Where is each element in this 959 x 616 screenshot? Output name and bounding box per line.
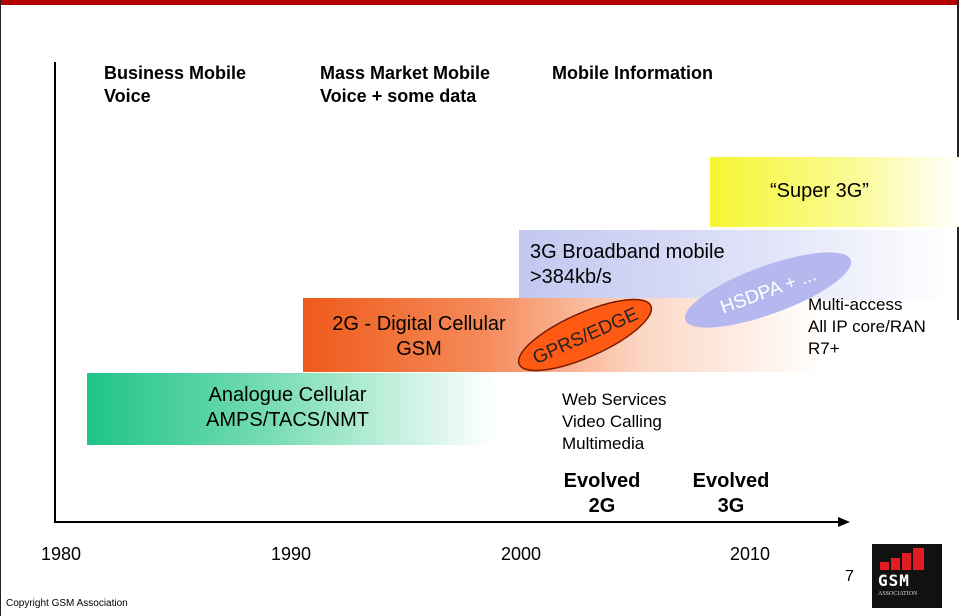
era-line: Voice + some data	[320, 86, 477, 106]
evolved-3g-features: Multi-access All IP core/RAN R7+	[808, 294, 926, 360]
band-analogue: Analogue Cellular AMPS/TACS/NMT	[87, 373, 495, 445]
year-label: 2010	[730, 544, 771, 564]
top-red-bar	[0, 0, 959, 5]
evolved-line: Evolved	[563, 470, 641, 492]
hsdpa-ellipse	[684, 252, 852, 328]
copyright-text: Copyright GSM Association	[6, 598, 128, 609]
x-axis-arrow	[838, 517, 850, 527]
band-analogue-line1: Analogue Cellular	[208, 384, 367, 406]
year-label: 1980	[41, 544, 82, 564]
evolved-line: 3G	[717, 495, 745, 517]
era-line: Mobile Information	[552, 63, 713, 83]
era-mobile-information: Mobile Information	[552, 62, 713, 85]
year-label: 2000	[501, 544, 542, 564]
gprs-edge-badge: GPRS/EDGE	[517, 298, 653, 372]
band-2g-line1: 2G - Digital Cellular	[332, 313, 506, 335]
era-line: Mass Market Mobile	[320, 63, 491, 83]
evolved-2g-features: Web Services Video Calling Multimedia	[562, 389, 667, 455]
band-3g-label: 3G Broadband mobile >384kb/s	[530, 240, 725, 290]
band-3g-line1: 3G Broadband mobile	[530, 241, 725, 263]
gsm-association-logo: GSM ASSOCIATION	[872, 544, 942, 608]
year-label: 1990	[271, 544, 312, 564]
evolved-3g-label: Evolved 3G	[681, 469, 781, 519]
feature-item: R7+	[808, 339, 840, 358]
evolved-line: Evolved	[692, 470, 770, 492]
era-business-mobile-voice: Business Mobile Voice	[104, 62, 246, 108]
logo-text: GSM	[878, 571, 910, 590]
era-line: Business Mobile	[104, 63, 247, 83]
evolved-line: 2G	[588, 495, 616, 517]
band-2g-label: 2G - Digital Cellular GSM	[303, 312, 535, 362]
band-super-3g-label: “Super 3G”	[770, 180, 869, 202]
logo-subtext: ASSOCIATION	[878, 591, 918, 597]
band-2g-line2: GSM	[396, 338, 442, 360]
era-mass-market-mobile: Mass Market Mobile Voice + some data	[320, 62, 490, 108]
band-analogue-label: Analogue Cellular AMPS/TACS/NMT	[175, 383, 400, 433]
page-number: 7	[845, 568, 854, 585]
evolved-2g-label: Evolved 2G	[552, 469, 652, 519]
feature-item: Multimedia	[562, 434, 645, 453]
feature-item: Web Services	[562, 390, 667, 409]
band-super-3g: “Super 3G”	[710, 157, 959, 227]
gprs-edge-ellipse	[517, 298, 653, 372]
band-analogue-line2: AMPS/TACS/NMT	[206, 409, 369, 431]
band-3g-line2: >384kb/s	[530, 266, 612, 288]
feature-item: Video Calling	[562, 412, 662, 431]
feature-item: Multi-access	[808, 295, 903, 314]
frame-border-left	[0, 0, 1, 616]
era-line: Voice	[104, 86, 151, 106]
hsdpa-badge: HSDPA + ...	[684, 252, 852, 328]
feature-item: All IP core/RAN	[808, 317, 926, 336]
